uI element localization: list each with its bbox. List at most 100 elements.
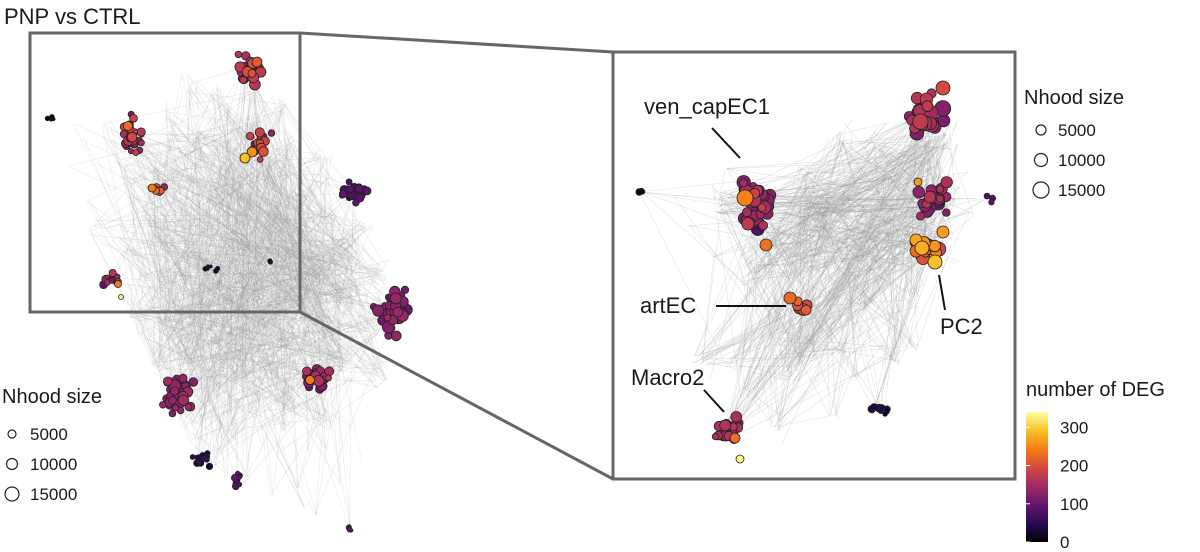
graph-edge [881,260,888,268]
graph-edge [290,143,326,218]
nhood-node [355,184,364,193]
graph-edge [198,150,335,298]
graph-edge [244,285,294,378]
graph-edge [280,213,359,297]
graph-edge [725,324,898,435]
graph-edge [890,198,925,361]
graph-edge [286,348,340,358]
graph-edge [197,360,211,463]
graph-edge [174,161,290,326]
graph-edge [205,193,300,309]
graph-edge [114,277,354,298]
graph-edge [798,289,840,382]
graph-edge [244,335,326,480]
graph-edge [777,161,921,236]
graph-edge [159,244,351,359]
graph-edge [204,343,332,347]
graph-edge [297,349,335,368]
graph-edge [164,134,168,325]
graph-edge [750,263,914,272]
graph-edge [169,112,196,311]
graph-edge [251,262,321,276]
graph-edge [840,230,899,292]
graph-edge [236,218,249,412]
graph-edge [882,143,919,171]
graph-edge [218,87,313,307]
graph-edge [727,168,913,197]
graph-edge [231,225,286,427]
graph-edge [197,251,322,413]
graph-edge [806,166,937,211]
graph-edge [224,108,303,255]
graph-edge [766,228,897,247]
graph-edge [263,169,360,292]
graph-edge [756,153,921,274]
graph-edge [274,261,317,377]
graph-edge [145,217,171,341]
graph-edge [160,184,237,362]
graph-edge [242,242,341,350]
graph-edge [244,167,273,366]
graph-edge [701,213,807,359]
graph-edge [165,110,304,508]
graph-edge [788,336,804,365]
graph-edge [193,193,288,303]
graph-edge [206,305,266,465]
colorbar-tick-label: 200 [1060,457,1088,476]
graph-edge [813,127,920,221]
graph-edge [199,134,227,168]
graph-edge [842,291,894,361]
graph-edge [872,239,882,257]
graph-edge [765,140,940,199]
graph-edge [827,148,935,194]
graph-edge [244,376,277,399]
graph-edge [798,184,810,204]
graph-edge [916,141,930,171]
graph-edge [805,171,813,176]
graph-edge [747,157,931,398]
graph-edge [750,212,924,271]
graph-edge [142,214,312,217]
graph-edge [171,144,345,292]
graph-edge [221,151,343,297]
graph-edge [785,261,793,264]
graph-edge [799,145,932,359]
graph-edge [231,93,252,269]
graph-edge [705,141,853,357]
graph-edge [205,156,305,275]
graph-edge [825,207,913,212]
graph-edge [804,175,810,224]
graph-edge [277,386,329,431]
graph-edge [744,224,811,285]
graph-edge [756,221,936,238]
graph-edge [878,144,907,192]
graph-edge [110,126,163,341]
graph-edge [93,218,188,222]
graph-edge [843,145,882,262]
graph-edge [210,224,225,267]
graph-edge [176,281,300,398]
graph-edge [219,274,326,290]
leader-ven_capEC1 [711,127,741,159]
graph-edge [151,190,294,357]
graph-edge [161,310,347,356]
graph-edge [178,271,346,365]
graph-edge [138,153,350,262]
graph-edge [270,161,284,392]
graph-edge [791,238,875,262]
graph-edge [254,240,384,272]
graph-edge [812,212,856,378]
graph-edge [170,244,331,333]
graph-edge [225,101,382,268]
graph-edge [216,367,246,371]
graph-edge [871,224,893,302]
graph-edge [140,133,207,336]
graph-edge [792,216,907,382]
graph-edge [721,264,871,435]
graph-edge [841,261,918,276]
graph-edge [771,225,846,274]
graph-edge [145,180,241,213]
graph-edge [808,208,865,344]
graph-edge [786,361,792,372]
